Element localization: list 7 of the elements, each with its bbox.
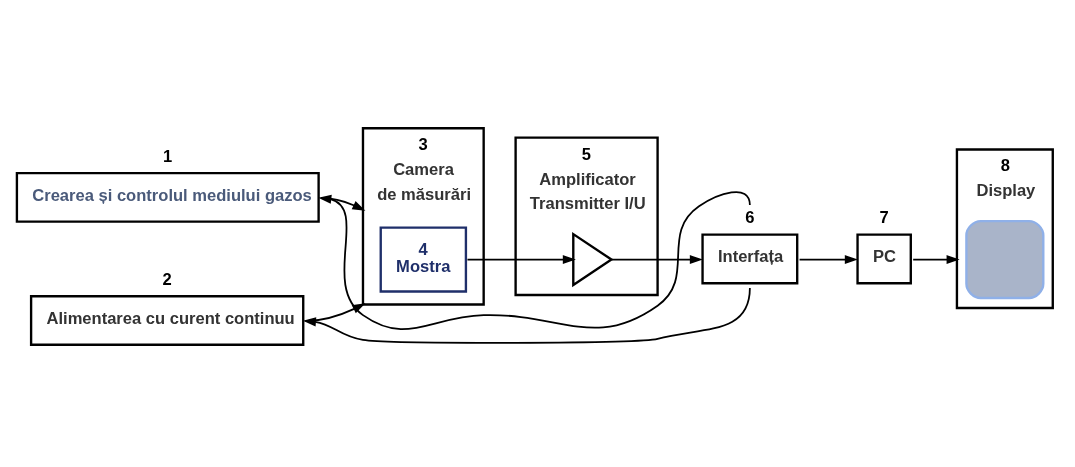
node-label: 8: [1000, 156, 1010, 176]
node-label: 1: [163, 146, 173, 166]
node-label: 7: [879, 208, 889, 228]
node-label: 5: [581, 144, 592, 164]
node-label: 6: [745, 208, 755, 228]
node-label: 3: [418, 135, 428, 155]
node-label: 2: [162, 269, 172, 289]
